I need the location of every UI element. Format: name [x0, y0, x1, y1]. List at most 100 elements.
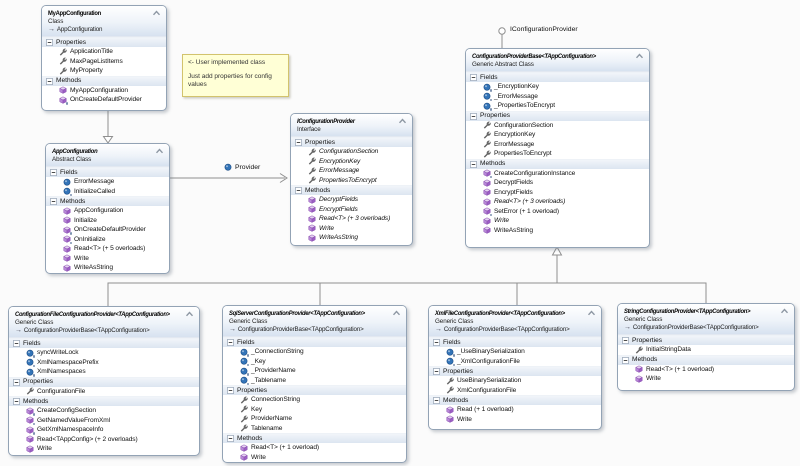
member-row[interactable]: Read (+ 1 overload) [429, 405, 601, 415]
member-row[interactable]: MyProperty [42, 66, 166, 76]
member-row[interactable]: Read<T> (+ 1 overload) [223, 443, 406, 453]
member-row[interactable]: Write [429, 415, 601, 425]
member-row[interactable]: OnCreateDefaultProvider [42, 95, 166, 105]
section-header-properties[interactable]: Properties [42, 37, 166, 47]
collapse-section-icon[interactable] [622, 356, 629, 364]
member-row[interactable]: Write [223, 453, 406, 463]
member-row[interactable]: Tablename [223, 424, 406, 434]
comment-note[interactable]: <- User implemented class Just add prope… [182, 54, 289, 97]
member-row[interactable]: _EncryptionKey [466, 82, 649, 92]
collapse-section-icon[interactable] [622, 337, 629, 344]
member-row[interactable]: InitializeCalled [46, 187, 169, 197]
member-row[interactable]: GetNamedValueFromXml [9, 416, 199, 426]
member-row[interactable]: PropertiesToEncrypt [466, 149, 649, 159]
collapse-section-icon[interactable] [227, 435, 234, 442]
section-header-methods[interactable]: Methods [429, 395, 601, 405]
section-header-methods[interactable]: Methods [223, 433, 406, 443]
member-row[interactable]: _UseBinarySerialization [429, 347, 601, 357]
member-row[interactable]: syncWriteLock [9, 348, 199, 358]
class-box-sqlserverconfigurationprovider[interactable]: SqlServerConfigurationProvider<TAppConfi… [222, 305, 407, 463]
collapse-section-icon[interactable] [227, 339, 234, 346]
member-row[interactable]: EncryptFields [291, 205, 412, 215]
section-header-properties[interactable]: Properties [618, 335, 794, 345]
collapse-section-icon[interactable] [433, 368, 440, 375]
member-row[interactable]: InitialStringData [618, 345, 794, 355]
member-row[interactable]: EncryptFields [466, 188, 649, 198]
class-box-configurationfileconfigurationprovider[interactable]: ConfigurationFileConfigurationProvider<T… [8, 306, 200, 456]
collapse-section-icon[interactable] [46, 77, 53, 85]
collapse-section-icon[interactable] [470, 112, 477, 120]
member-row[interactable]: Read<T> (+ 3 overloads) [466, 197, 649, 207]
section-header-fields[interactable]: Fields [46, 167, 169, 177]
member-row[interactable]: EncryptionKey [466, 130, 649, 140]
member-row[interactable]: ApplicationTitle [42, 47, 166, 57]
class-box-xmlfileconfigurationprovider[interactable]: XmlFileConfigurationProvider<TAppConfigu… [428, 305, 602, 430]
member-row[interactable]: _ConnectionString [223, 347, 406, 357]
section-header-methods[interactable]: Methods [9, 396, 199, 406]
member-row[interactable]: DecryptFields [291, 195, 412, 205]
collapse-box-chevron-icon[interactable] [185, 311, 194, 317]
member-row[interactable]: _Tablename [223, 376, 406, 386]
collapse-section-icon[interactable] [50, 198, 57, 205]
collapse-box-chevron-icon[interactable] [155, 148, 164, 154]
member-row[interactable]: Initialize [46, 216, 169, 226]
member-row[interactable]: ErrorMessage [291, 166, 412, 176]
member-row[interactable]: DecryptFields [466, 178, 649, 188]
section-header-methods[interactable]: Methods [42, 75, 166, 86]
section-header-fields[interactable]: Fields [429, 337, 601, 347]
member-row[interactable]: ConfigurationSection [291, 147, 412, 157]
member-row[interactable]: ConfigurationSection [466, 121, 649, 131]
member-row[interactable]: OnCreateDefaultProvider [46, 225, 169, 235]
collapse-section-icon[interactable] [46, 39, 53, 46]
collapse-box-chevron-icon[interactable] [398, 118, 407, 124]
class-box-stringconfigurationprovider[interactable]: StringConfigurationProvider<TAppConfigur… [617, 303, 795, 391]
collapse-section-icon[interactable] [13, 398, 20, 405]
section-header-properties[interactable]: Properties [466, 110, 649, 121]
collapse-box-chevron-icon[interactable] [587, 310, 596, 316]
member-row[interactable]: SetError (+ 1 overload) [466, 207, 649, 217]
collapse-section-icon[interactable] [227, 387, 234, 394]
member-row[interactable]: Read<TAppConfig> (+ 2 overloads) [9, 435, 199, 445]
member-row[interactable]: ErrorMessage [466, 140, 649, 150]
collapse-box-chevron-icon[interactable] [780, 308, 789, 314]
collapse-section-icon[interactable] [50, 169, 57, 176]
member-row[interactable]: XmlConfigurationFile [429, 386, 601, 396]
member-row[interactable]: _ErrorMessage [466, 92, 649, 102]
member-row[interactable]: MyAppConfiguration [42, 86, 166, 96]
member-row[interactable]: WriteAsString [46, 263, 169, 273]
collapse-section-icon[interactable] [433, 339, 440, 346]
collapse-section-icon[interactable] [470, 74, 477, 81]
section-header-methods[interactable]: Methods [466, 158, 649, 169]
collapse-box-chevron-icon[interactable] [635, 53, 644, 59]
section-header-fields[interactable]: Fields [223, 337, 406, 347]
member-row[interactable]: WriteAsString [466, 226, 649, 236]
class-box-configurationproviderbase[interactable]: ConfigurationProviderBase<TAppConfigurat… [465, 48, 650, 248]
member-row[interactable]: ErrorMessage [46, 177, 169, 187]
collapse-box-chevron-icon[interactable] [152, 10, 161, 16]
member-row[interactable]: OnInitialize [46, 235, 169, 245]
member-row[interactable]: GetXmlNamespaceInfo [9, 425, 199, 435]
section-header-methods[interactable]: Methods [618, 354, 794, 365]
collapse-section-icon[interactable] [13, 378, 20, 386]
section-header-properties[interactable]: Properties [429, 366, 601, 376]
member-row[interactable]: Write [9, 444, 199, 454]
collapse-section-icon[interactable] [295, 187, 302, 194]
member-row[interactable]: CreateConfigurationInstance [466, 169, 649, 179]
member-row[interactable]: Write [618, 374, 794, 384]
member-row[interactable]: Read<T> (+ 1 overload) [618, 365, 794, 375]
section-header-fields[interactable]: Fields [9, 338, 199, 348]
member-row[interactable]: Read<T> (+ 5 overloads) [46, 244, 169, 254]
member-row[interactable]: CreateConfigSection [9, 406, 199, 416]
collapse-section-icon[interactable] [470, 160, 477, 168]
member-row[interactable]: Write [466, 216, 649, 226]
member-row[interactable]: _PropertiesToEncrypt [466, 101, 649, 111]
collapse-box-chevron-icon[interactable] [392, 310, 401, 316]
member-row[interactable]: Write [291, 224, 412, 234]
member-row[interactable]: Read<T> (+ 3 overloads) [291, 214, 412, 224]
section-header-properties[interactable]: Properties [223, 385, 406, 395]
member-row[interactable]: UseBinarySerialization [429, 376, 601, 386]
member-row[interactable]: AppConfiguration [46, 206, 169, 216]
member-row[interactable]: _Key [223, 357, 406, 367]
collapse-section-icon[interactable] [13, 340, 20, 347]
